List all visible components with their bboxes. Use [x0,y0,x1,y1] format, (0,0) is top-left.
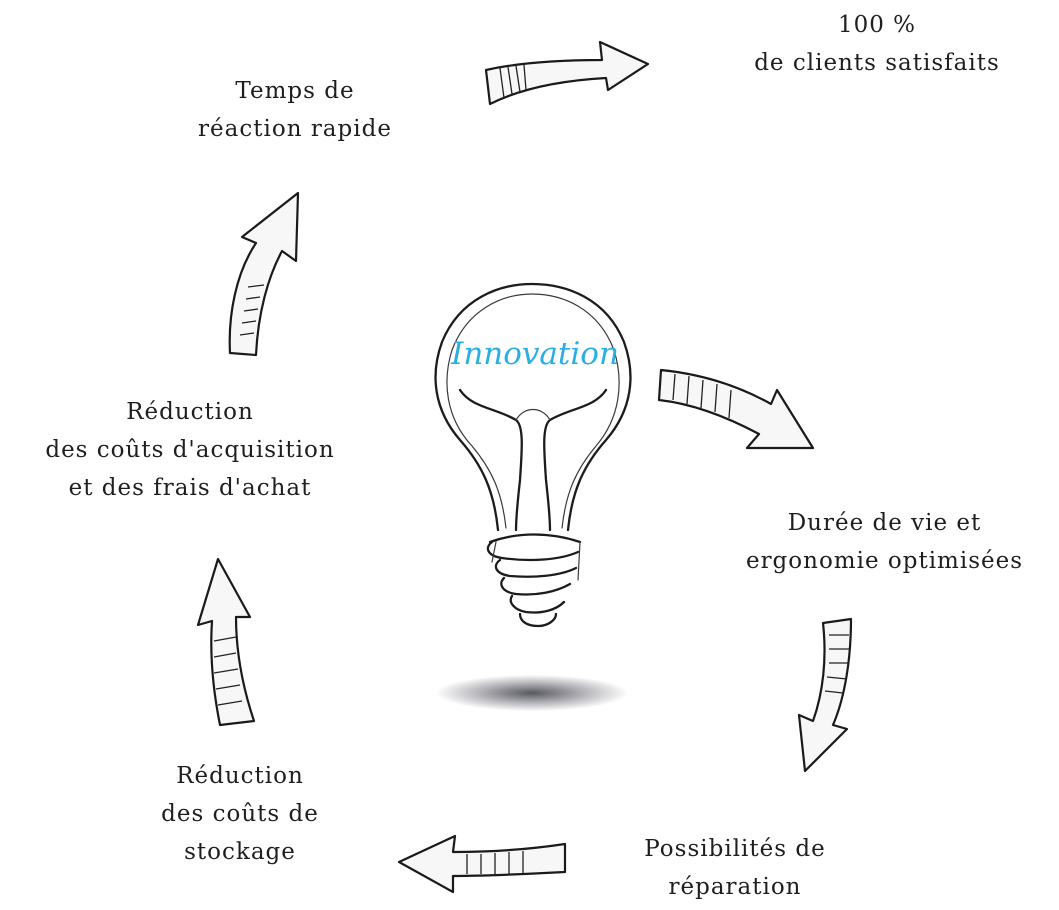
arrow-lifespan-to-repair-icon [797,617,853,773]
label-satisfied-clients: 100 % de clients satisfaits [712,6,1042,82]
lightbulb-icon [434,282,632,628]
arrow-innovation-to-lifespan-icon [657,368,815,450]
label-acquisition-line-1: Réduction [126,399,254,425]
label-repair-line-2: réparation [668,874,802,900]
arrow-storage-to-acquisition-icon [196,557,256,727]
label-storage-cost-reduction: Réduction des coûts de stockage [120,757,360,871]
label-repair-line-1: Possibilités de [644,836,826,862]
label-lifespan-line-1: Durée de vie et [787,510,982,536]
label-lifespan-line-2: ergonomie optimisées [745,548,1024,574]
label-reaction-time-line-1: Temps de [235,78,355,104]
label-acquisition-cost-reduction: Réduction des coûts d'acquisition et des… [0,393,380,507]
innovation-title: Innovation [451,336,619,372]
arrow-temps-to-clients-icon [484,40,650,106]
label-acquisition-line-2: des coûts d'acquisition [45,437,335,463]
label-storage-line-1: Réduction [176,763,304,789]
label-storage-line-2: des coûts de [161,801,319,827]
label-satisfied-clients-line-1: 100 % [837,12,917,38]
label-acquisition-line-3: et des frais d'achat [68,475,312,501]
label-storage-line-3: stockage [184,839,296,865]
label-satisfied-clients-line-2: de clients satisfaits [754,50,1000,76]
arrow-acquisition-to-temps-icon [228,191,300,357]
label-reaction-time: Temps de réaction rapide [160,72,430,148]
label-reaction-time-line-2: réaction rapide [198,116,392,142]
label-lifespan-ergonomics: Durée de vie et ergonomie optimisées [712,504,1057,580]
arrow-repair-to-storage-icon [397,834,567,894]
label-repair-options: Possibilités de réparation [605,830,865,906]
bulb-shadow [437,675,627,711]
